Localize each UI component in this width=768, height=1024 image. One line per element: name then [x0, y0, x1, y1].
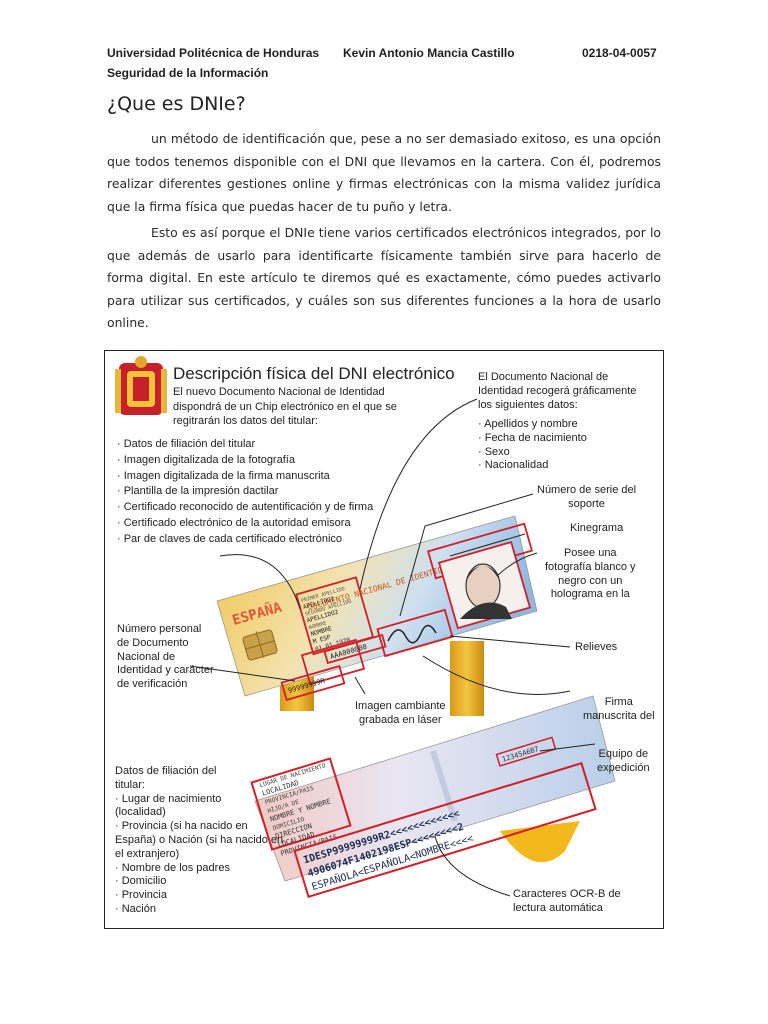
label-line: Nacional de: [117, 650, 176, 663]
label-line: soporte: [568, 497, 605, 510]
list-item: · Certificado electrónico de la autorida…: [117, 516, 351, 529]
label-line: holograma en la: [550, 588, 630, 601]
list-item: · Provincia (si ha nacido en: [115, 820, 248, 833]
list-item: · Nombre de los padres: [115, 861, 230, 874]
back-data-list: Datos de filiación del titular: · Lugar …: [115, 765, 283, 917]
label-line: Número personal: [117, 623, 202, 635]
paragraph-1-text: un método de identificación que, pese a …: [107, 131, 661, 214]
card-stand-right: [450, 641, 484, 716]
label-line: Equipo de: [598, 748, 649, 760]
dnie-figure: LUGAR DE NACIMIENTO LOCALIDAD PROVINCIA/…: [104, 350, 664, 929]
label-line: negro con un: [558, 574, 623, 587]
graphic-data-list: · Apellidos y nombre · Fecha de nacimien…: [478, 418, 587, 473]
list-item: · Lugar de nacimiento: [115, 792, 222, 805]
paragraph-1: un método de identificación que, pese a …: [107, 128, 661, 218]
list-item: titular:: [115, 778, 145, 791]
figure-intro-line: dispondrá de un Chip electrónico en el q…: [173, 400, 397, 413]
list-item: · Par de claves de cada certificado elec…: [117, 532, 343, 545]
page-title: ¿Que es DNIe?: [107, 93, 246, 115]
list-item: · Domicilio: [115, 875, 167, 888]
card-stand-back-right: [500, 821, 580, 863]
figure-intro: El nuevo Documento Nacional de Identidad…: [173, 385, 397, 429]
label-line: manuscrita del: [583, 709, 655, 722]
list-item: · Plantilla de la impresión dactilar: [117, 485, 279, 498]
graphic-intro-line: Identidad recogerá gráficamente: [478, 384, 637, 397]
coat-of-arms-icon: [115, 356, 167, 415]
label-signature: Firma manuscrita del: [583, 696, 655, 724]
label-photo: Posee una fotografía blanco y negro con …: [545, 547, 636, 602]
list-item: (localidad): [115, 806, 166, 819]
label-line: Imagen cambiante: [355, 700, 446, 712]
list-item: · Sexo: [478, 445, 510, 458]
graphic-intro-line: los siguientes datos:: [478, 398, 578, 411]
label-line: Posee una: [563, 547, 617, 559]
list-item: · Imagen digitalizada de la firma manusc…: [117, 469, 330, 482]
list-item: el extranjero): [115, 847, 180, 860]
paragraph-2-text: Esto es así porque el DNIe tiene varios …: [107, 225, 661, 330]
list-item: · Fecha de nacimiento: [478, 431, 587, 444]
list-item: · Certificado reconocido de autentificac…: [117, 501, 374, 514]
header-student-id: 0218-04-0057: [582, 46, 657, 60]
list-item: · Nación: [115, 902, 156, 915]
label-ocr: Caracteres OCR-B de lectura automática: [513, 888, 621, 916]
label-laser-image: Imagen cambiante grabada en láser: [355, 700, 446, 728]
list-item: Datos de filiación del: [115, 765, 217, 777]
svg-text:NOMBRE: NOMBRE: [308, 620, 327, 631]
chip-data-list: · Datos de filiación del titular · Image…: [117, 437, 373, 548]
header-author: Kevin Antonio Mancia Castillo: [343, 46, 515, 60]
figure-intro-line: El nuevo Documento Nacional de Identidad: [173, 386, 385, 398]
list-item: España) o Nación (si ha nacido en: [115, 833, 284, 846]
label-line: lectura automática: [513, 901, 603, 914]
label-kinegrama: Kinegrama: [570, 522, 624, 534]
label-line: grabada en láser: [358, 713, 442, 726]
label-serial-number: Número de serie del soporte: [537, 484, 636, 512]
list-item: · Datos de filiación del titular: [117, 438, 256, 450]
label-personal-number: Número personal de Documento Nacional de…: [117, 623, 214, 692]
label-line: de verificación: [117, 678, 188, 691]
callout-lines: [189, 398, 596, 897]
list-item: · Nacionalidad: [478, 459, 549, 472]
label-line: Caracteres OCR-B de: [513, 888, 621, 900]
label-line: fotografía blanco y: [545, 560, 636, 573]
label-line: Número de serie del: [537, 484, 637, 496]
dnie-illustration: LUGAR DE NACIMIENTO LOCALIDAD PROVINCIA/…: [115, 356, 616, 899]
header-course: Seguridad de la Información: [107, 66, 269, 80]
label-line: de Documento: [117, 636, 189, 649]
list-item: · Imagen digitalizada de la fotografía: [117, 453, 295, 466]
graphic-data-intro: El Documento Nacional de Identidad recog…: [478, 371, 636, 412]
portrait-icon: [465, 563, 501, 609]
figure-title: Descripción física del DNI electrónico: [173, 364, 455, 383]
label-relieves: Relieves: [575, 641, 618, 653]
label-issuing-equipment: Equipo de expedición: [597, 748, 650, 776]
svg-text:M ESP: M ESP: [312, 634, 332, 646]
label-line: Identidad y carácter: [117, 664, 214, 677]
label-line: expedición: [597, 761, 650, 774]
card-front-illustration: DOCUMENTO NACIONAL DE IDENTIDAD ESPAÑA P…: [216, 515, 538, 702]
label-line: Firma: [604, 696, 633, 708]
header-university: Universidad Politécnica de Honduras: [107, 46, 320, 60]
paragraph-2: Esto es así porque el DNIe tiene varios …: [107, 222, 661, 335]
list-item: · Apellidos y nombre: [478, 418, 578, 430]
list-item: · Provincia: [115, 889, 167, 902]
figure-intro-line: regitrarán los datos del titular:: [173, 415, 318, 427]
graphic-intro-line: El Documento Nacional de: [478, 371, 609, 383]
